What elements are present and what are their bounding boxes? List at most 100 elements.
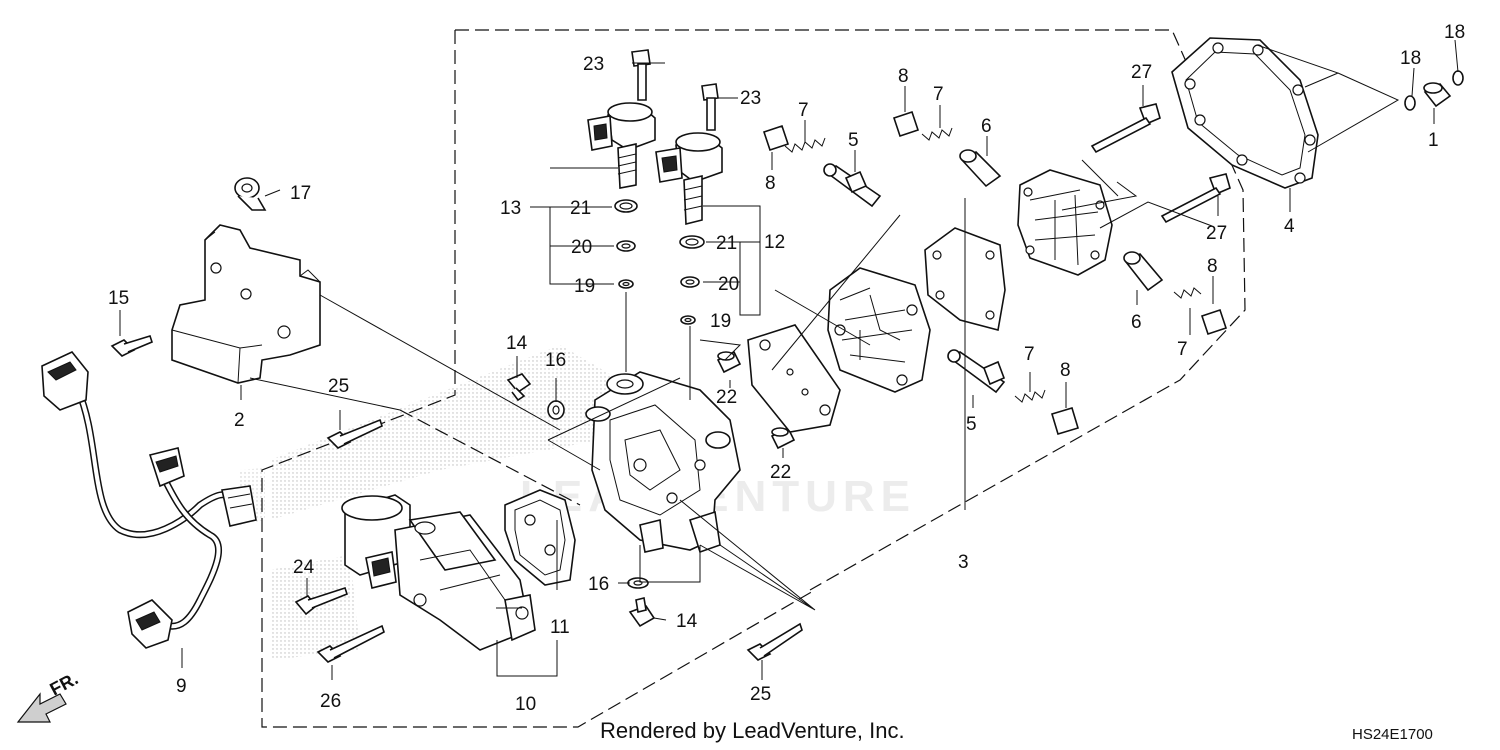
separator-plate-front	[747, 324, 841, 433]
callout-19b: 19	[710, 311, 731, 332]
callout-14a: 14	[506, 333, 528, 354]
valve-body-middle	[827, 267, 931, 393]
part-9-wire-harness	[41, 351, 257, 649]
part-14-bolt-lower	[628, 597, 656, 628]
callout-19a: 19	[574, 276, 595, 297]
part-12-shift-solenoid	[655, 132, 723, 226]
part-13-shift-solenoid	[587, 102, 656, 189]
leader-lines	[119, 39, 1459, 680]
callout-3: 3	[958, 552, 969, 573]
part-21-o-ring-left	[614, 199, 638, 213]
callout-15: 15	[108, 288, 129, 309]
part-2-cover	[171, 224, 321, 384]
part-25-bolt-upper	[326, 418, 383, 449]
callout-9: 9	[176, 676, 187, 697]
part-24-bolt	[294, 586, 348, 616]
part-7-spring-2	[921, 127, 953, 141]
callout-21b: 21	[716, 233, 737, 254]
valve-body-upper	[1017, 169, 1113, 276]
callout-27b: 27	[1206, 223, 1227, 244]
front-direction-arrow-icon: FR.	[16, 668, 81, 723]
callout-7a: 7	[798, 100, 809, 121]
part-6-valve-upper	[959, 149, 1002, 188]
callout-8c: 8	[1060, 360, 1071, 381]
part-22-dowel-pin-upper	[716, 350, 742, 374]
callout-16a: 16	[545, 350, 566, 371]
render-credit: Rendered by LeadVenture, Inc.	[600, 718, 905, 743]
callout-23b: 23	[740, 88, 761, 109]
callout-24: 24	[293, 557, 315, 578]
part-26-bolt	[316, 624, 385, 663]
callout-20b: 20	[718, 274, 739, 295]
callout-7d: 7	[1177, 339, 1188, 360]
part-5-valve-upper	[823, 163, 882, 208]
direction-label: FR.	[46, 668, 81, 699]
part-6-valve-lower	[1123, 251, 1164, 292]
callout-22a: 22	[716, 387, 737, 408]
part-11-gasket	[504, 489, 576, 586]
part-17-clamp	[234, 177, 267, 211]
callout-23a: 23	[583, 54, 604, 75]
callout-21a: 21	[570, 198, 591, 219]
part-8-plate-1	[762, 124, 790, 152]
callout-13: 13	[500, 198, 521, 219]
callout-27a: 27	[1131, 62, 1152, 83]
part-20-o-ring-left	[616, 240, 636, 252]
part-19-o-ring-right	[680, 315, 696, 325]
callout-6b: 6	[1131, 312, 1142, 333]
callout-17: 17	[290, 183, 311, 204]
part-1-plug	[1423, 82, 1452, 108]
part-8-plate-2	[892, 110, 920, 138]
callout-5a: 5	[848, 130, 859, 151]
diagram-code: HS24E1700	[1352, 726, 1433, 743]
callout-10: 10	[515, 694, 536, 715]
part-23-bolt-left	[631, 49, 651, 101]
part-16-washer-upper	[547, 400, 565, 420]
callout-22b: 22	[770, 462, 791, 483]
part-7-spring-3	[1014, 389, 1046, 403]
callout-14b: 14	[676, 611, 698, 632]
callout-8a: 8	[898, 66, 909, 87]
part-7-spring-4	[1173, 287, 1202, 299]
part-25-bolt-lower	[746, 622, 803, 661]
callout-26: 26	[320, 691, 341, 712]
part-16-washer-lower	[627, 577, 649, 589]
part-4-gasket	[1171, 37, 1319, 189]
part-23-bolt-right	[701, 83, 719, 131]
part-22-dowel-pin-lower	[770, 426, 796, 450]
part-27-bolt-lower	[1160, 173, 1231, 224]
callout-25b: 25	[750, 684, 771, 705]
callout-7c: 7	[1024, 344, 1035, 365]
part-20-o-ring-right	[680, 276, 700, 288]
valve-body-main	[585, 371, 741, 554]
callout-20a: 20	[571, 237, 592, 258]
callout-25a: 25	[328, 376, 349, 397]
part-8-plate-4	[1200, 308, 1228, 336]
callout-8d: 8	[1207, 256, 1218, 277]
callout-labels: 1 2 3 4 5 5 6 6 7 7 7 7 8 8 8 8 9 10 11 …	[108, 22, 1465, 715]
part-8-plate-3	[1051, 407, 1079, 435]
part-18-washer-left	[1404, 95, 1416, 111]
callout-4: 4	[1284, 216, 1295, 237]
part-15-bolt	[110, 335, 153, 357]
callout-18a: 18	[1400, 48, 1421, 69]
assembly-boundary	[261, 29, 1246, 728]
callout-18b: 18	[1444, 22, 1465, 43]
part-18-washer-right	[1452, 70, 1464, 86]
part-14-bolt-upper	[506, 373, 532, 402]
callout-8b: 8	[765, 173, 776, 194]
callout-2: 2	[234, 410, 245, 431]
callout-5b: 5	[966, 414, 977, 435]
callout-6a: 6	[981, 116, 992, 137]
callout-12: 12	[764, 232, 785, 253]
callout-16b: 16	[588, 574, 609, 595]
part-19-o-ring-left	[618, 279, 634, 289]
callout-11: 11	[550, 617, 570, 638]
part-21-o-ring-right	[679, 235, 705, 249]
part-10-solenoid	[341, 494, 536, 651]
part-5-valve-lower	[947, 349, 1006, 394]
callout-1: 1	[1428, 130, 1439, 151]
part-27-bolt-upper	[1090, 103, 1161, 154]
callout-7b: 7	[933, 84, 944, 105]
